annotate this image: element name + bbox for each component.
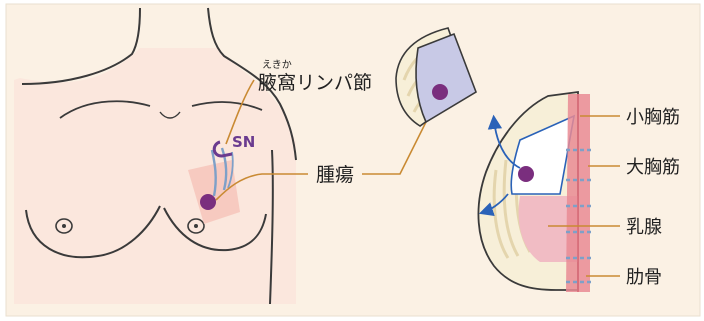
nipple-right-center bbox=[194, 224, 198, 228]
sn-label: SN bbox=[232, 133, 255, 151]
section-tumor bbox=[518, 166, 534, 182]
specimen-tumor bbox=[432, 84, 448, 100]
axillary-ruby: えきか bbox=[262, 59, 292, 71]
tumor-label: 腫瘍 bbox=[316, 164, 354, 186]
pectoralis-major-label: 大胸筋 bbox=[626, 157, 680, 178]
rib-label: 肋骨 bbox=[626, 267, 662, 288]
pectoralis-minor-label: 小胸筋 bbox=[626, 107, 680, 128]
tumor-dot-left bbox=[200, 194, 216, 210]
nipple-left-center bbox=[62, 224, 66, 228]
axillary-nodes-label: 腋窩リンパ節 bbox=[258, 72, 372, 94]
mammary-gland-label: 乳腺 bbox=[626, 217, 662, 238]
